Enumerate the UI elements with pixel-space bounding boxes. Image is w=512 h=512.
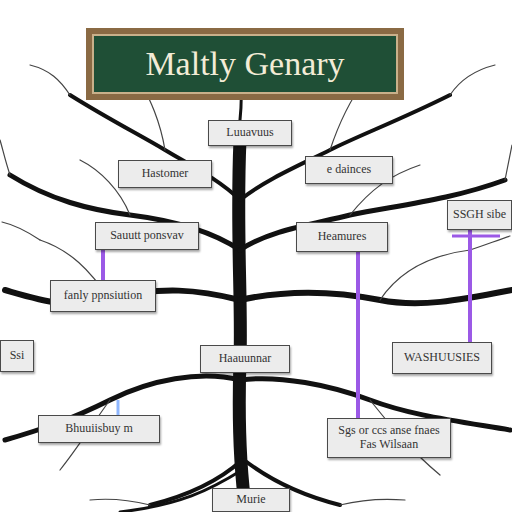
label-box: Murie: [212, 488, 290, 512]
label-box: fanly ppnsiution: [50, 280, 156, 312]
title: Maltly Genary: [145, 45, 344, 83]
accent-line: [452, 235, 500, 238]
label-box: Sauutt ponsvav: [95, 222, 199, 250]
label-box: Luuavuus: [208, 120, 292, 146]
connector-line: [101, 250, 105, 280]
box-label: SSGH sibe: [453, 208, 506, 222]
box-label: fanly ppnsiution: [64, 289, 142, 303]
label-box: Ssi: [0, 340, 34, 372]
box-label: Murie: [236, 493, 265, 507]
box-label: Heamures: [318, 230, 367, 244]
label-box: Bhuuiisbuy m: [38, 415, 160, 443]
tree-branches: [5, 80, 512, 512]
box-label: Haauunnar: [219, 352, 272, 366]
tree-twigs: [0, 65, 512, 505]
label-box: e dainces: [305, 156, 393, 184]
label-box: SSGH sibe: [447, 200, 512, 230]
label-box: Hastomer: [118, 160, 212, 188]
box-label: Hastomer: [142, 167, 189, 181]
box-label: Bhuuiisbuy m: [65, 422, 133, 436]
connector-line: [468, 230, 472, 342]
box-label: WASHUUSIES: [404, 351, 480, 365]
title-banner: Maltly Genary: [86, 28, 404, 100]
box-label: Luuavuus: [226, 126, 273, 140]
label-box: Sgs or ccs anse fnaes Fas Wilsaan: [327, 418, 451, 458]
connector-line: [356, 252, 360, 418]
box-label: Ssi: [10, 349, 25, 363]
box-label: Sgs or ccs anse fnaes Fas Wilsaan: [332, 424, 446, 452]
label-box: WASHUUSIES: [392, 342, 492, 374]
label-box: Haauunnar: [200, 345, 290, 373]
label-box: Heamures: [296, 222, 388, 252]
box-label: e dainces: [327, 163, 371, 177]
box-label: Sauutt ponsvav: [110, 229, 184, 243]
